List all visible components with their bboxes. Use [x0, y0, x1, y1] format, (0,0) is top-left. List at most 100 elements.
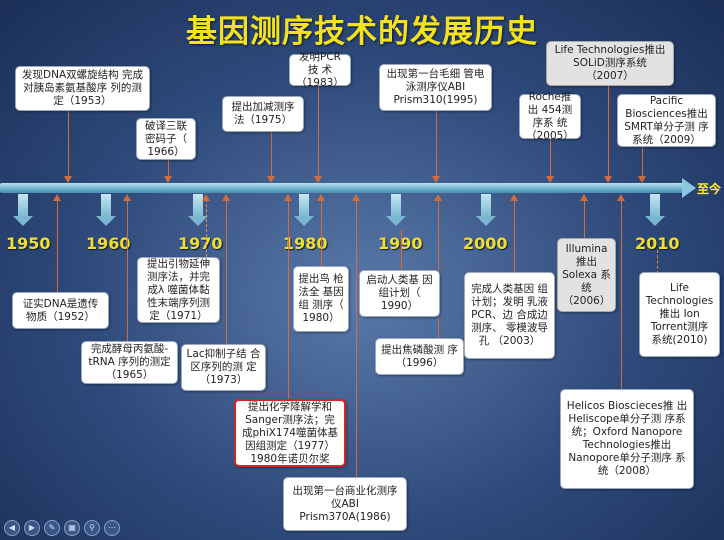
decade-2010: 2010: [635, 234, 680, 253]
connector-1986: [356, 199, 357, 477]
arrowhead-1966: [164, 176, 172, 183]
arrowhead-2008: [617, 194, 625, 201]
forward-icon[interactable]: ▶: [24, 520, 40, 536]
arrowhead-1977: [284, 194, 292, 201]
event-1990: 启动人类基 因组计划（ 1990）: [359, 270, 440, 317]
event-1986-text: 出现第一台商业化测序 仪ABI Prism370A(1986): [292, 484, 398, 523]
more-icon[interactable]: ⋯: [104, 520, 120, 536]
tick-1980: [294, 194, 314, 226]
event-1966: 破译三联 密码子（ 1966）: [136, 118, 196, 160]
event-2009-text: Pacific Biosciences推出 SMRT单分子测 序系统（2009）: [624, 94, 709, 146]
connector-1966: [168, 158, 169, 178]
diagram-title: 基因测序技术的发展历史: [186, 14, 538, 50]
decade-2000: 2000: [463, 234, 508, 253]
back-icon[interactable]: ◀: [4, 520, 20, 536]
event-2003: 完成人类基因 组计划；发明 乳液PCR、边 合成边测序、 零模波导孔 （2003…: [464, 272, 555, 359]
arrowhead-1995: [432, 176, 440, 183]
options-icon[interactable]: ▦: [64, 520, 80, 536]
event-1965: 完成酵母丙氨酸- tRNA 序列的测定 （1965）: [81, 341, 178, 384]
decade-1990: 1990: [378, 234, 423, 253]
arrowhead-1973: [222, 194, 230, 201]
event-2008: Helicos Bioscieces推 出Heliscope单分子测 序系统；O…: [560, 389, 694, 489]
tick-1960: [96, 194, 116, 226]
connector-1996: [438, 199, 439, 339]
connector-1973: [226, 199, 227, 345]
connector-2003: [514, 199, 515, 273]
connector-1977: [288, 199, 289, 399]
connector-2010: [657, 250, 659, 274]
arrowhead-1986: [352, 194, 360, 201]
event-1952-text: 证实DNA是遗传 物质（1952）: [22, 297, 99, 323]
arrowhead-1980: [317, 194, 325, 201]
event-1971-text: 提出引物延伸 测序法，并完 成λ 噬菌体黏 性末端序列测 定（1971）: [147, 257, 210, 322]
timeline-axis: [0, 183, 684, 193]
event-2006: Illumina 推出 Solexa 系统 （2006）: [557, 238, 616, 312]
connector-2006: [584, 199, 585, 239]
tick-2000: [476, 194, 496, 226]
decade-1970: 1970: [178, 234, 223, 253]
event-1996-text: 提出焦磷酸测 序（1996）: [381, 343, 458, 369]
timeline-arrowhead: [682, 178, 696, 198]
arrowhead-1996: [434, 194, 442, 201]
event-1983-text: 发明PCR技 术（1983）: [296, 50, 344, 89]
arrowhead-1971: [202, 194, 210, 201]
connector-2009: [642, 146, 643, 178]
connector-1965: [127, 199, 128, 341]
tick-2010: [645, 194, 665, 226]
arrowhead-1965: [123, 194, 131, 201]
tick-1990: [386, 194, 406, 226]
decade-1950: 1950: [6, 234, 51, 253]
event-1973: Lac抑制子结 合区序列的测 定（1973）: [181, 344, 266, 391]
event-1965-text: 完成酵母丙氨酸- tRNA 序列的测定 （1965）: [88, 343, 171, 381]
event-2003-text: 完成人类基因 组计划；发明 乳液PCR、边 合成边测序、 零模波导孔 （2003…: [471, 283, 548, 347]
event-2007: Life Technologies推出 SOLiD测序系统 （2007）: [546, 41, 674, 86]
event-1953-text: 发现DNA双螺旋结构 完成对胰岛素氨基酸序 列的测定（1953）: [22, 69, 143, 107]
connector-1971: [206, 199, 208, 257]
connector-1980: [321, 199, 322, 269]
connector-1952: [57, 199, 58, 294]
event-1971: 提出引物延伸 测序法，并完 成λ 噬菌体黏 性末端序列测 定（1971）: [137, 257, 220, 323]
event-2010: Life Technologies推出 Ion Torrent测序 系统(201…: [639, 272, 720, 357]
event-1995-text: 出现第一台毛细 管电泳测序仪ABI Prism310(1995): [386, 68, 485, 106]
event-1973-text: Lac抑制子结 合区序列的测 定（1973）: [186, 348, 261, 386]
decade-1980: 1980: [283, 234, 328, 253]
arrowhead-1975: [267, 176, 275, 183]
connector-1995: [436, 110, 437, 178]
event-1966-text: 破译三联 密码子（ 1966）: [145, 119, 187, 158]
connector-2005: [550, 138, 551, 178]
timeline-end-label: 至今: [697, 182, 722, 196]
event-2007-text: Life Technologies推出 SOLiD测序系统 （2007）: [554, 44, 666, 82]
pen-icon[interactable]: ✎: [44, 520, 60, 536]
presentation-toolbar: ◀ ▶ ✎ ▦ ⚲ ⋯: [4, 520, 120, 536]
arrowhead-2009: [638, 176, 646, 183]
arrowhead-2006: [580, 194, 588, 201]
event-1977-text: 提出化学降解学和 Sanger测序法；完 成phiX174噬菌体基 因组测定（1…: [242, 400, 338, 465]
event-1975-text: 提出加减测序 法（1975）: [231, 101, 295, 126]
connector-1975: [271, 131, 272, 178]
connector-2008: [621, 199, 622, 391]
arrowhead-1952: [53, 194, 61, 201]
arrowhead-1953: [64, 176, 72, 183]
arrowhead-2007: [604, 176, 612, 183]
event-1975: 提出加减测序 法（1975）: [222, 96, 304, 132]
zoom-icon[interactable]: ⚲: [84, 520, 100, 536]
event-1977: 提出化学降解学和 Sanger测序法；完 成phiX174噬菌体基 因组测定（1…: [234, 399, 346, 467]
event-1952: 证实DNA是遗传 物质（1952）: [12, 292, 109, 329]
connector-1990: [401, 230, 402, 272]
tick-1970: [188, 194, 208, 226]
decade-1960: 1960: [86, 234, 131, 253]
event-1995: 出现第一台毛细 管电泳测序仪ABI Prism310(1995): [379, 64, 492, 111]
event-1980: 提出鸟 枪法全 基因组 测序（ 1980）: [293, 266, 349, 332]
event-2005: Roche推出 454测序系 统（2005）: [519, 91, 581, 142]
event-1983: 发明PCR技 术（1983）: [289, 51, 351, 89]
arrowhead-2005: [546, 176, 554, 183]
event-1990-text: 启动人类基 因组计划（ 1990）: [366, 274, 433, 312]
event-2009: Pacific Biosciences推出 SMRT单分子测 序系统（2009）: [617, 94, 716, 147]
event-2005-text: Roche推出 454测序系 统（2005）: [526, 90, 574, 142]
event-1980-text: 提出鸟 枪法全 基因组 测序（ 1980）: [298, 273, 344, 324]
tick-1950: [13, 194, 33, 226]
connector-1983: [318, 85, 319, 178]
event-1996: 提出焦磷酸测 序（1996）: [375, 338, 464, 375]
event-1986: 出现第一台商业化测序 仪ABI Prism370A(1986): [283, 477, 407, 531]
event-1953: 发现DNA双螺旋结构 完成对胰岛素氨基酸序 列的测定（1953）: [15, 66, 150, 111]
